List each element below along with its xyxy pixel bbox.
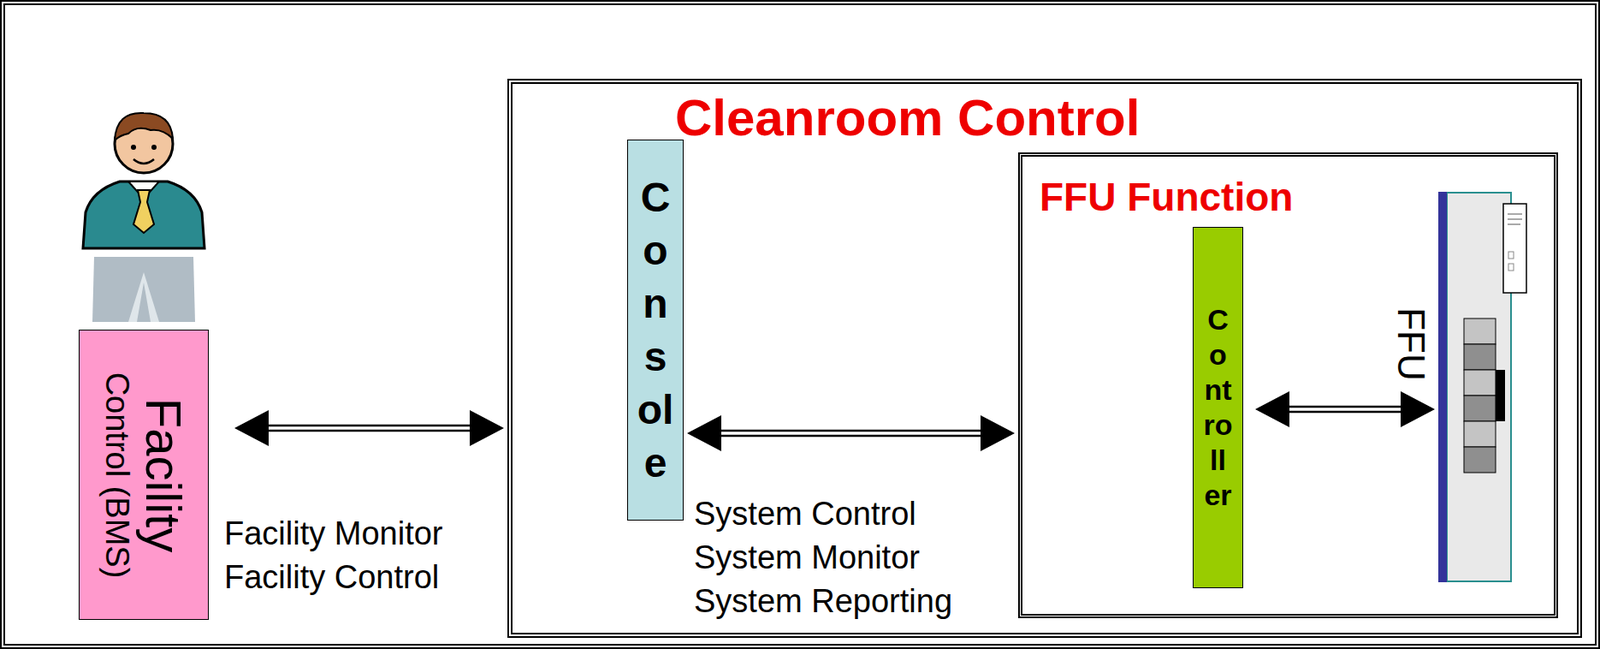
region-title: Cleanroom Control [675, 87, 1140, 149]
edge-label: Facility Monitor Facility Control [224, 511, 481, 599]
unit-label: FFU [1390, 307, 1432, 381]
double-arrow [1255, 391, 1435, 427]
cleanroom-region: Console Controller FFU FFU Function Cleanroo… [507, 78, 1583, 638]
double-arrow [687, 414, 1015, 451]
double-arrow [234, 409, 504, 446]
console-label: Console [634, 171, 676, 490]
controller-box: Controller [1192, 226, 1244, 588]
node-body: Control (BMS) [97, 371, 136, 578]
controller-label: Controller [1203, 302, 1233, 513]
region-title: FFU Function [1039, 173, 1293, 220]
ffu-unit: FFU [1438, 191, 1528, 582]
edge-label: System Control System Monitor System Rep… [693, 491, 977, 623]
node-heading: Facility [135, 397, 190, 552]
person-icon [82, 112, 205, 322]
facility-box: FacilityControl (BMS) [78, 329, 209, 620]
ffu-function-region: Controller FFU FFU Function [1018, 152, 1559, 618]
console-box: Console [627, 139, 684, 521]
rotated-text-holder: FacilityControl (BMS) [82, 333, 205, 616]
ffu-illustration [1438, 191, 1528, 582]
